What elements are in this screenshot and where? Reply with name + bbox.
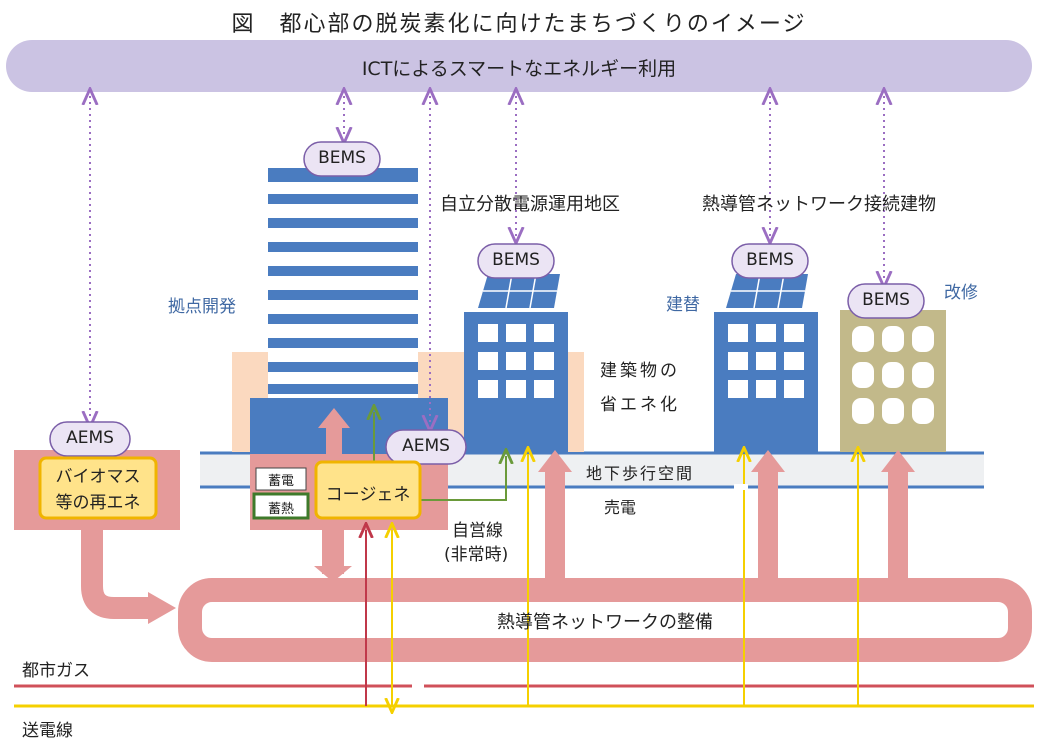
aems-badge-left bbox=[49, 421, 131, 457]
bems-badge-rebuilt bbox=[731, 243, 809, 279]
city-gas-label: 都市ガス bbox=[22, 661, 90, 681]
bems-label-rebuilt: BEMS bbox=[746, 250, 794, 270]
ict-bar-label: ICTによるスマートなエネルギー利用 bbox=[361, 58, 677, 80]
ict-bar bbox=[6, 40, 1032, 92]
tower-building bbox=[268, 168, 418, 398]
aems-label-left: AEMS bbox=[66, 428, 114, 448]
walkway-gap-1 bbox=[734, 484, 748, 490]
building-efficiency-label-line2: 省エネ化 bbox=[600, 395, 680, 415]
power-sale-label: 売電 bbox=[604, 498, 637, 517]
figure-title: 図 都心部の脱炭素化に向けたまちづくりのイメージ bbox=[231, 12, 807, 37]
self-line-label-2: (非常時) bbox=[444, 545, 509, 565]
heat-pipe-cogene-down bbox=[322, 530, 344, 574]
heat-network-building-label: 熱導管ネットワーク接続建物 bbox=[702, 194, 936, 215]
self-sustained-building bbox=[464, 312, 568, 452]
bems-label-self: BEMS bbox=[492, 250, 540, 270]
heat-pipe-cogene-arrowhead bbox=[314, 566, 352, 582]
heat-pipe-tower-arrowhead bbox=[318, 408, 350, 428]
solar-panel-1 bbox=[478, 273, 560, 309]
heat-storage-label: 蓄熱 bbox=[267, 502, 294, 517]
bems-badge-self bbox=[477, 243, 555, 279]
heat-pipe-tower-up bbox=[326, 426, 342, 464]
heat-pipe-up-1 bbox=[545, 470, 565, 580]
battery-box bbox=[255, 467, 307, 491]
heat-pipe-biomass-arrowhead bbox=[148, 592, 176, 624]
heat-pipe-network bbox=[178, 578, 1032, 662]
base-development-label: 拠点開発 bbox=[168, 297, 236, 317]
bems-label-tower: BEMS bbox=[318, 148, 366, 168]
heat-pipe-biomass bbox=[81, 530, 150, 619]
rebuild-label: 建替 bbox=[666, 295, 700, 315]
self-line-to-building bbox=[420, 456, 506, 501]
cogene-box bbox=[314, 460, 422, 520]
biomass-label-1: バイオマス bbox=[55, 467, 141, 487]
battery-label: 蓄電 bbox=[267, 474, 294, 489]
renovated-building bbox=[840, 310, 946, 452]
renovation-label: 改修 bbox=[944, 283, 978, 303]
heat-network-label: 熱導管ネットワークの整備 bbox=[497, 612, 713, 633]
bems-badge-tower bbox=[303, 141, 381, 177]
building-efficiency-label-line1: 建築物の bbox=[600, 361, 680, 381]
self-line-label-1: 自営線 bbox=[452, 521, 503, 541]
heat-storage-box bbox=[252, 492, 310, 520]
cogene-label: コージェネ bbox=[325, 485, 411, 505]
underground-walkway-label: 地下歩行空間 bbox=[586, 464, 695, 483]
biomass-label-2: 等の再エネ bbox=[55, 493, 141, 513]
aems-badge-center bbox=[385, 429, 467, 465]
heat-pipe-up-2-arrowhead bbox=[751, 450, 785, 472]
bems-badge-renovated bbox=[847, 283, 925, 319]
self-sustained-district-label: 自立分散電源運用地区 bbox=[440, 194, 620, 215]
aems-label-center: AEMS bbox=[402, 436, 450, 456]
biomass-box bbox=[38, 456, 158, 520]
rebuilt-building bbox=[714, 312, 818, 452]
power-line-label: 送電線 bbox=[22, 721, 73, 741]
solar-panel-2 bbox=[726, 273, 808, 309]
heat-pipe-up-1-arrowhead bbox=[538, 450, 572, 472]
heat-pipe-up-3 bbox=[888, 470, 908, 580]
bems-label-renovated: BEMS bbox=[862, 290, 910, 310]
heat-pipe-up-2 bbox=[758, 470, 778, 580]
heat-pipe-up-3-arrowhead bbox=[881, 450, 915, 472]
gas-line-gap bbox=[412, 682, 424, 690]
